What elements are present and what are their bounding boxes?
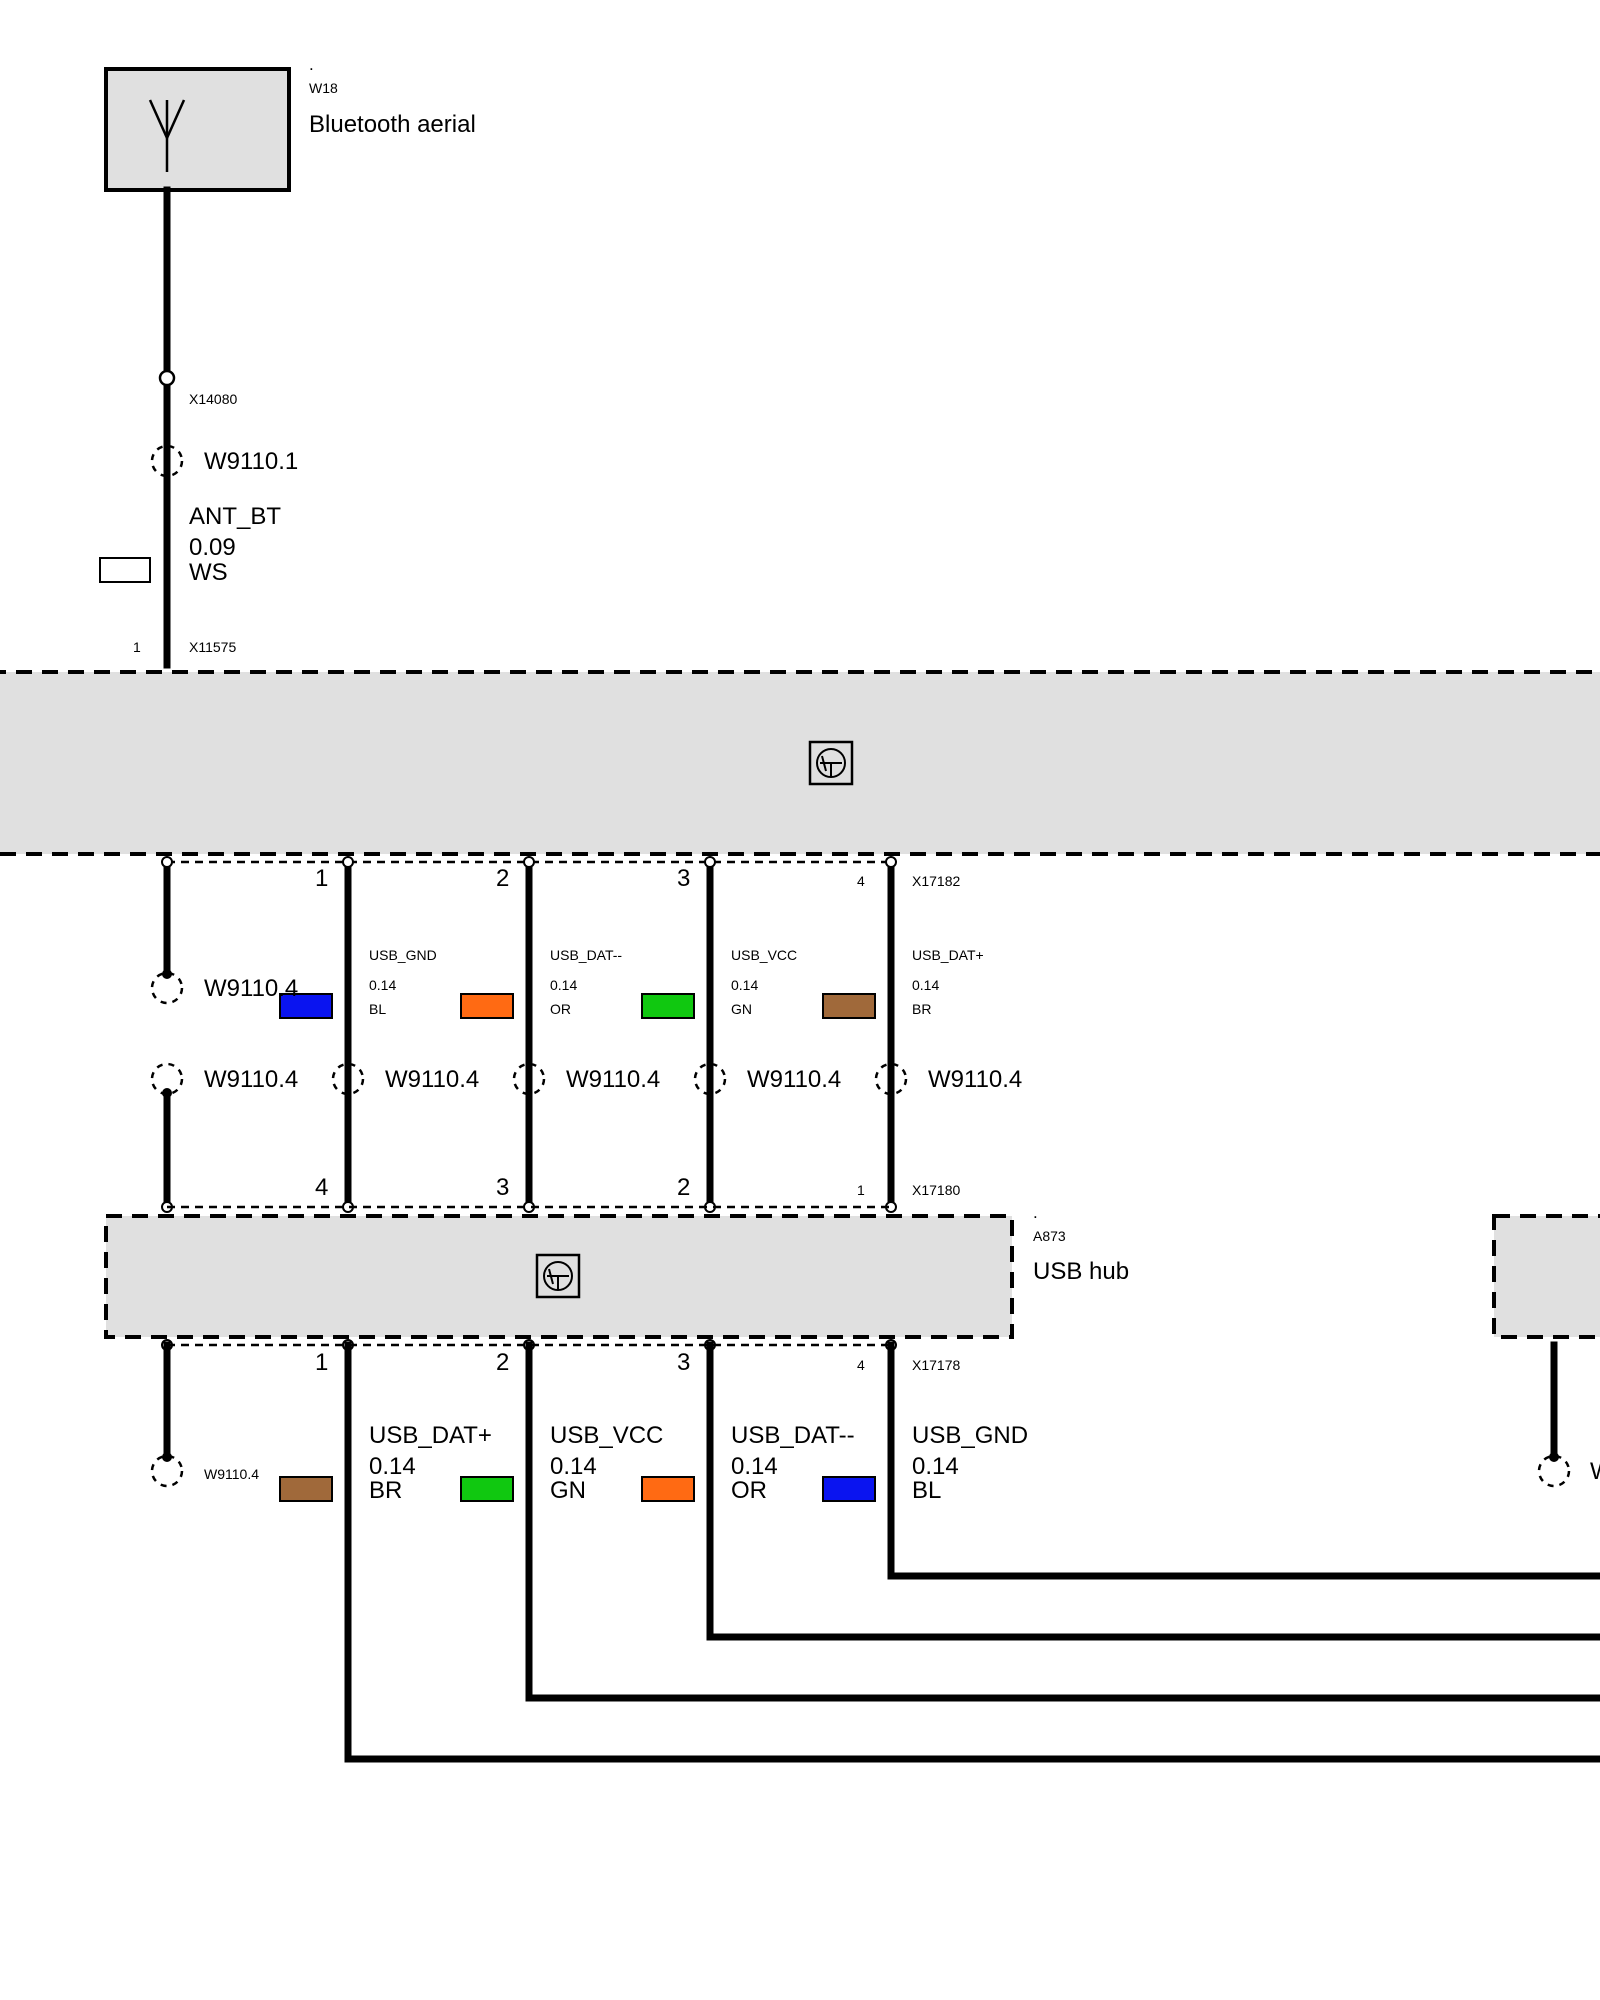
adjacent-module-box[interactable] [1492, 1214, 1600, 1339]
shield-w9110-1-label: W9110.1 [204, 448, 298, 475]
upper-wire-1-color: BL [369, 1001, 386, 1017]
usb-hub-dot: . [1033, 1203, 1038, 1222]
upper-shield-5: W9110.4 [928, 1066, 1022, 1093]
upper-wire-4-color: BR [912, 1001, 931, 1017]
x17178-label: X17178 [912, 1357, 960, 1373]
upper-wire-1-signal: USB_GND [369, 947, 437, 963]
lower-shield-label: W9110.4 [204, 1466, 259, 1482]
lower-wire-3-color: OR [731, 1477, 767, 1504]
aerial-name: Bluetooth aerial [309, 111, 476, 138]
shield-ring-icon [150, 444, 184, 478]
aerial-id: W18 [309, 80, 338, 96]
usb-hub-id: A873 [1033, 1228, 1066, 1244]
x17178-pin-4: 4 [857, 1357, 865, 1373]
lower-wire-4-color: BL [912, 1477, 941, 1504]
lower-wire-1-size: 0.14 [369, 1453, 416, 1480]
x17178-pin-1: 1 [315, 1349, 328, 1376]
shield-ring-icon [874, 1062, 908, 1096]
lower-wire-4-size: 0.14 [912, 1453, 959, 1480]
shield-drain-dot [162, 969, 172, 979]
lower-wire-usb-dat-plus[interactable] [344, 1341, 1600, 1763]
upper-wire-3-size: 0.14 [731, 977, 758, 993]
upper-wire-4-signal: USB_DAT+ [912, 947, 984, 963]
right-fragment-label: W [1590, 1458, 1600, 1485]
conn-x14080-label: X14080 [189, 391, 237, 407]
upper-shield-1: W9110.4 [204, 1066, 298, 1093]
shield-drain-dot [1549, 1452, 1559, 1462]
wire-color-swatch-or-upper [460, 993, 514, 1019]
wire-color-swatch-gn-upper [641, 993, 695, 1019]
upper-shield-4: W9110.4 [747, 1066, 841, 1093]
ant-wire-signal: ANT_BT [189, 503, 281, 530]
wire-color-swatch-br-lower [279, 1476, 333, 1502]
shield-drain-dot [162, 1452, 172, 1462]
shield-ring-icon [150, 971, 184, 1005]
x17180-label: X17180 [912, 1182, 960, 1198]
wire-color-swatch-gn-lower [460, 1476, 514, 1502]
lower-wire-1-color: BR [369, 1477, 402, 1504]
ant-wire-color: WS [189, 559, 228, 586]
x17182-pin-1: 1 [315, 865, 328, 892]
upper-shield-3: W9110.4 [566, 1066, 660, 1093]
wire-color-swatch-bl-lower [822, 1476, 876, 1502]
x17178-pin-2: 2 [496, 1349, 509, 1376]
control-unit-box[interactable] [0, 670, 1600, 856]
usb-hub-name: USB hub [1033, 1258, 1129, 1285]
x17182-pin-4: 4 [857, 873, 865, 889]
shield-ring-icon [1537, 1454, 1571, 1488]
upper-wire-2-color: OR [550, 1001, 571, 1017]
bluetooth-aerial-box[interactable] [104, 67, 291, 192]
x17182-pin-2: 2 [496, 865, 509, 892]
antenna-icon [148, 99, 186, 172]
x14080-connector-point[interactable] [158, 369, 176, 387]
upper-wire-3-color: GN [731, 1001, 752, 1017]
lower-wire-usb-gnd[interactable] [887, 1341, 1600, 1580]
wire-color-swatch-br-upper [822, 993, 876, 1019]
wire-color-swatch-ws [99, 557, 151, 583]
upper-wire-4-size: 0.14 [912, 977, 939, 993]
upper-shield-top-label: W9110.4 [204, 975, 298, 1002]
lower-wire-3-signal: USB_DAT-- [731, 1422, 855, 1449]
lower-wire-2-size: 0.14 [550, 1453, 597, 1480]
lower-wire-2-signal: USB_VCC [550, 1422, 663, 1449]
upper-shield-2: W9110.4 [385, 1066, 479, 1093]
aerial-dot: . [309, 55, 314, 74]
shield-ring-icon [512, 1062, 546, 1096]
lower-wire-usb-dat-minus[interactable] [706, 1341, 1600, 1641]
lower-wire-2-color: GN [550, 1477, 586, 1504]
x17180-pin-2: 2 [677, 1174, 690, 1201]
shield-ring-icon [331, 1062, 365, 1096]
x17180-pin-1: 1 [857, 1182, 865, 1198]
wire-color-swatch-bl-upper [279, 993, 333, 1019]
electronic-module-icon [808, 740, 854, 786]
wire-color-swatch-or-lower [641, 1476, 695, 1502]
upper-wire-3-signal: USB_VCC [731, 947, 797, 963]
x17180-pin-4: 4 [315, 1174, 328, 1201]
ant-wire-size: 0.09 [189, 534, 236, 561]
x17178-pin-3: 3 [677, 1349, 690, 1376]
shield-drain-dot [162, 1088, 172, 1098]
upper-wire-1-size: 0.14 [369, 977, 396, 993]
x17180-pin-3: 3 [496, 1174, 509, 1201]
upper-wire-2-signal: USB_DAT-- [550, 947, 622, 963]
lower-wire-4-signal: USB_GND [912, 1422, 1028, 1449]
shield-ring-icon [150, 1454, 184, 1488]
upper-wire-2-size: 0.14 [550, 977, 577, 993]
x17182-label: X17182 [912, 873, 960, 889]
lower-wire-usb-vcc[interactable] [525, 1341, 1600, 1702]
shield-ring-icon [150, 1062, 184, 1096]
lower-wire-1-signal: USB_DAT+ [369, 1422, 492, 1449]
lower-wire-3-size: 0.14 [731, 1453, 778, 1480]
conn-x11575-pin: 1 [133, 639, 141, 655]
conn-x11575-label: X11575 [189, 639, 236, 655]
electronic-module-icon [535, 1253, 581, 1299]
x17182-pin-3: 3 [677, 865, 690, 892]
shield-ring-icon [693, 1062, 727, 1096]
